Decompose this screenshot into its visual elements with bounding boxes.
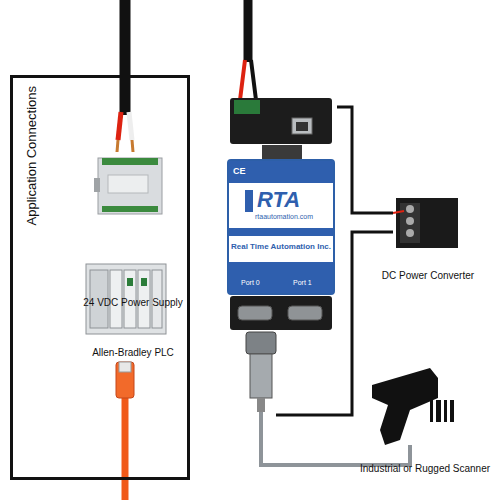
- rj45-contacts: [119, 362, 131, 372]
- port-label: Port 1: [293, 279, 312, 287]
- gateway-bottom-band: [229, 262, 333, 293]
- white-wire: [129, 112, 132, 140]
- power-terminal: [234, 100, 260, 114]
- ce-mark: CE: [233, 167, 246, 177]
- cable-strain-relief: [257, 398, 265, 412]
- db9-port: [288, 306, 322, 320]
- terminal-screw: [406, 217, 414, 225]
- red-wire: [118, 112, 121, 140]
- power-wire: [337, 107, 393, 213]
- gateway-bottom-module: [230, 296, 332, 330]
- red-wire: [240, 60, 245, 100]
- terminal-block: [400, 203, 420, 243]
- terminal-strip: [102, 206, 158, 212]
- copper-tip: [117, 140, 118, 152]
- scanner-body: [372, 368, 438, 445]
- device-label: Allen-Bradley PLC: [63, 347, 203, 358]
- terminal-screw: [406, 229, 414, 237]
- power-supply-body: [98, 158, 162, 214]
- din-rail: [94, 178, 100, 192]
- gateway-power-cable: [244, 0, 253, 62]
- port-label: Port 0: [241, 279, 260, 287]
- device-label: 24 VDC Power Supply: [63, 297, 203, 308]
- db9-port: [238, 306, 272, 320]
- gateway-top-module: [230, 98, 332, 144]
- terminal-screw: [406, 205, 414, 213]
- red-wire: [393, 211, 404, 213]
- device-label: DC Power Converter: [373, 270, 483, 281]
- status-led: [141, 278, 147, 286]
- din-clip: [262, 145, 302, 159]
- gateway-node: CE RTArtaautomation.comReal Time Automati…: [225, 95, 337, 332]
- barcode-bar: [430, 400, 433, 422]
- ethernet-jack: [296, 122, 308, 131]
- company-name: Real Time Automation Inc.: [229, 243, 333, 252]
- ethernet-port: [292, 118, 312, 134]
- black-wire: [251, 60, 256, 100]
- scanner-node: Industrial or Rugged Scanner: [365, 365, 475, 445]
- converter-node: DC Power Converter: [393, 195, 463, 250]
- device-label: Industrial or Rugged Scanner: [345, 463, 500, 474]
- gateway-stripe: [229, 228, 333, 236]
- plc-node: Allen-Bradley PLC: [63, 263, 203, 358]
- db9-plug-shell: [246, 332, 276, 354]
- barcode-bar: [436, 400, 441, 422]
- rta-logo-mark: [245, 190, 253, 212]
- gateway-body: [228, 160, 334, 294]
- website-text: rtaautomation.com: [255, 213, 313, 221]
- gateway-top-band: [229, 161, 333, 183]
- converter-body: [396, 198, 458, 248]
- serial-cable: [261, 332, 410, 465]
- power-supply-panel: [108, 175, 148, 193]
- power-cable: [120, 0, 131, 115]
- ethernet-cable: [122, 395, 129, 500]
- barcode-bar: [450, 400, 454, 422]
- terminal-strip: [102, 158, 158, 165]
- status-led: [127, 278, 133, 286]
- group-frame: Application Connections24 VDC Power Supp…: [10, 75, 190, 480]
- db9-plug-hood: [250, 354, 272, 398]
- brand-logo: RTA: [257, 188, 300, 212]
- power-supply-node: 24 VDC Power Supply: [63, 158, 203, 308]
- copper-tip: [132, 140, 133, 152]
- rj45-plug: [116, 362, 134, 398]
- group-heading: Application Connections: [25, 86, 39, 225]
- barcode-bar: [444, 400, 447, 422]
